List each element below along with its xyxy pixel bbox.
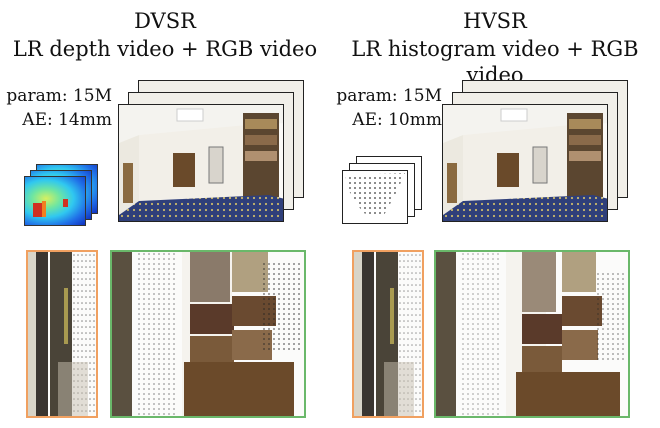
hvsr-histogram-video-stack xyxy=(342,156,430,228)
dvsr-subtitle: LR depth video + RGB video xyxy=(12,37,318,61)
hvsr-crop-bookshelf xyxy=(434,250,630,418)
dvsr-crop-bookshelf xyxy=(110,250,306,418)
hvsr-crop-door xyxy=(352,250,424,418)
hvsr-panel: HVSR LR histogram video + RGB video para… xyxy=(330,0,660,428)
dvsr-metrics: param: 15M AE: 14mm xyxy=(6,84,112,132)
dvsr-depth-video-stack xyxy=(24,164,106,230)
dvsr-ae: AE: 14mm xyxy=(22,110,112,130)
hvsr-param: param: 15M xyxy=(336,86,442,106)
hvsr-title: HVSR xyxy=(463,9,527,33)
dvsr-rgb-video-stack xyxy=(118,80,304,226)
rgb-frame-front xyxy=(442,104,608,222)
hvsr-rgb-video-stack xyxy=(442,80,628,226)
dvsr-crop-door xyxy=(26,250,98,418)
dvsr-title: DVSR xyxy=(134,9,196,33)
depth-frame-front xyxy=(24,176,86,226)
rgb-frame-front xyxy=(118,104,284,222)
dvsr-param: param: 15M xyxy=(6,86,112,106)
hvsr-ae: AE: 10mm xyxy=(352,110,442,130)
hvsr-metrics: param: 15M AE: 10mm xyxy=(336,84,442,132)
dvsr-panel: DVSR LR depth video + RGB video param: 1… xyxy=(6,9,318,418)
histogram-frame-front xyxy=(342,170,408,224)
